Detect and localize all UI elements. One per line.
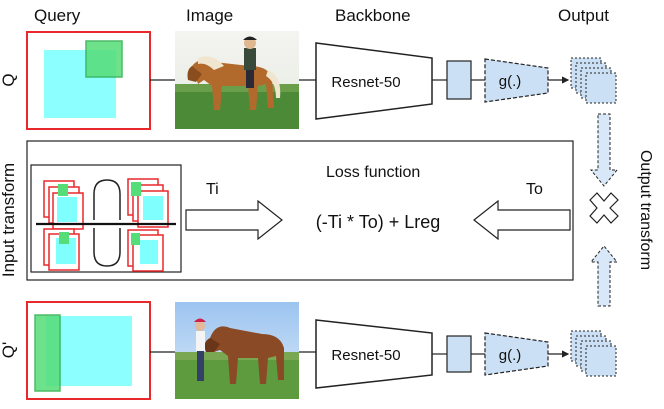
- ti-label: Ti: [206, 181, 219, 198]
- backbone-top: [315, 42, 433, 120]
- output-transform-label: Output transform: [637, 150, 654, 270]
- to-arrow-left-icon: [473, 199, 571, 241]
- backbone-bottom-label: Resnet-50: [331, 347, 400, 364]
- to-label: To: [526, 181, 543, 198]
- row-label-q: Q: [0, 73, 18, 86]
- loss-formula: (-Ti * To) + Lreg: [316, 212, 441, 232]
- query-box-top: [26, 31, 151, 130]
- ti-arrow-right-icon: [185, 199, 283, 241]
- header-backbone: Backbone: [335, 6, 411, 25]
- input-transform-label: Input transform: [0, 163, 18, 277]
- combine-cross-icon: [589, 192, 619, 224]
- backbone-top-label: Resnet-50: [331, 74, 400, 91]
- output-stack-bottom: [570, 330, 617, 377]
- query-box-bottom: [26, 301, 151, 400]
- header-image: Image: [186, 6, 233, 25]
- image-horse-rider: [175, 31, 299, 129]
- input-transform-illustration: [30, 164, 182, 273]
- loss-title: Loss function: [326, 164, 420, 181]
- head-g-top-label: g(.): [499, 73, 522, 90]
- feature-vector-bottom: [446, 335, 472, 373]
- header-query: Query: [34, 6, 81, 25]
- image-woman-horse: [175, 302, 299, 399]
- header-output: Output: [558, 6, 609, 25]
- output-arrow-down-icon: [589, 113, 619, 187]
- backbone-bottom: [315, 319, 433, 389]
- output-arrow-up-icon: [589, 245, 619, 307]
- head-g-top: [484, 58, 549, 103]
- row-label-q-prime: Q': [0, 342, 18, 358]
- head-g-bottom-label: g(.): [499, 347, 522, 364]
- feature-vector-top: [446, 60, 472, 100]
- output-stack-top: [570, 57, 617, 104]
- head-g-bottom: [484, 332, 549, 376]
